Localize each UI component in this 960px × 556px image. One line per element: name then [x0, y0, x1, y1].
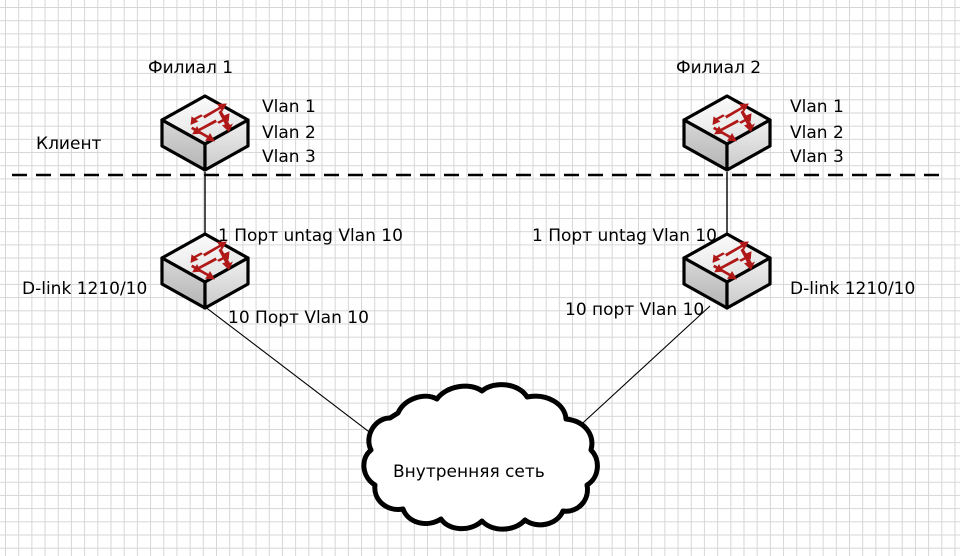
switch-top-right[interactable] [682, 94, 772, 172]
device-label-left: D-link 1210/10 [22, 279, 148, 299]
vlan-label-right-2: Vlan 2 [790, 123, 844, 143]
branch-title-left: Филиал 1 [148, 58, 234, 78]
vlan-label-left-3: Vlan 3 [262, 147, 316, 167]
connector-right-to-cloud [572, 305, 711, 433]
cloud-internal-network [361, 382, 600, 532]
connector-left-to-cloud [203, 305, 373, 435]
branch-title-right: Филиал 2 [676, 58, 762, 78]
client-label: Клиент [36, 134, 102, 154]
vlan-label-left-1: Vlan 1 [262, 97, 316, 117]
switch-top-left[interactable] [160, 94, 250, 172]
vlan-label-left-2: Vlan 2 [262, 123, 316, 143]
port-label-left-downlink: 10 Порт Vlan 10 [228, 308, 369, 328]
port-label-right-downlink: 10 порт Vlan 10 [565, 300, 705, 320]
vlan-label-right-1: Vlan 1 [790, 97, 844, 117]
vlan-label-right-3: Vlan 3 [790, 147, 844, 167]
device-label-right: D-link 1210/10 [790, 279, 916, 299]
cloud-label: Внутренняя сеть [393, 462, 545, 482]
port-label-left-uplink: 1 Порт untag Vlan 10 [218, 226, 403, 246]
port-label-right-uplink: 1 Порт untag Vlan 10 [532, 226, 717, 246]
